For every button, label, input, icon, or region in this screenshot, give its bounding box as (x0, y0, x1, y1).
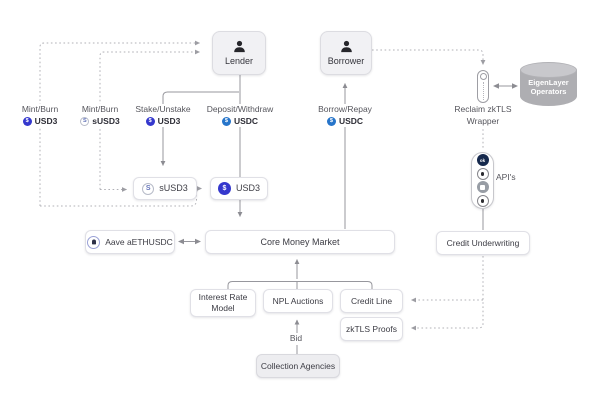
node-label: Core Money Market (260, 236, 340, 247)
node-npl-auctions: NPL Auctions (263, 289, 333, 313)
action-text: Borrow/Repay (318, 104, 372, 114)
person-icon (340, 40, 352, 53)
susd3-icon: S (142, 182, 155, 195)
node-label: Collection Agencies (260, 360, 336, 371)
node-label: Aave aETHUSDC (105, 236, 173, 247)
cylinder-top (520, 62, 577, 78)
node-core-money-market: Core Money Market (205, 230, 395, 254)
node-credit-line: Credit Line (340, 289, 403, 313)
susd3-icon: S (80, 116, 90, 126)
eigenlayer-line1: EigenLayer (528, 78, 569, 87)
dashed-edges (39, 40, 486, 331)
edge-label-reclaim-wrapper: Reclaim zkTLS Wrapper (443, 104, 523, 127)
edge-loop-usd3box (40, 186, 203, 207)
token-text: sUSD3 (92, 115, 120, 126)
apis-pill: ok (471, 152, 494, 209)
usd3-icon: $ (22, 116, 32, 126)
node-lender: Lender (212, 31, 266, 75)
node-susd3: S sUSD3 (133, 177, 197, 200)
node-zktls-proofs: zkTLS Proofs (340, 317, 403, 341)
node-label: sUSD3 (159, 183, 188, 193)
wrapper-dots (482, 82, 484, 100)
double-arrowheads (178, 83, 518, 245)
node-collection-agencies: Collection Agencies (256, 354, 340, 378)
edge-label-stake-unstake: Stake/Unstake $USD3 (125, 104, 201, 127)
node-aave: Aave aETHUSDC (85, 230, 175, 254)
aave-icon (87, 235, 101, 249)
api-logo-icon (476, 194, 489, 207)
action-text: Mint/Burn (81, 104, 119, 114)
wrapper-knob-icon (479, 72, 487, 80)
reclaim-line2: Wrapper (466, 115, 500, 126)
edge-label-mint-burn-usd3: Mint/Burn $USD3 (5, 104, 75, 127)
node-credit-underwriting: Credit Underwriting (436, 231, 530, 255)
action-text: Deposit/Withdraw (206, 104, 274, 114)
reclaim-line1: Reclaim zkTLS (454, 104, 512, 114)
edge-bracket (227, 281, 373, 289)
edge-label-bid: Bid (284, 333, 308, 345)
node-label: Lender (224, 56, 254, 66)
node-label: NPL Auctions (272, 295, 324, 306)
edge-cu-zktls (410, 256, 484, 331)
edge-borrower-wrapper (372, 49, 486, 66)
node-label: Credit Underwriting (446, 237, 520, 248)
eigenlayer-label: EigenLayer Operators (520, 78, 577, 96)
usdc-icon: $ (326, 116, 336, 126)
eigenlayer-line2: Operators (530, 87, 567, 96)
token-text: USD3 (157, 115, 181, 126)
edge-label-deposit-withdraw: Deposit/Withdraw $USDC (198, 104, 282, 127)
node-interest-rate-model: Interest Rate Model (190, 289, 256, 317)
node-label: zkTLS Proofs (345, 323, 398, 334)
usd3-icon: $ (145, 116, 155, 126)
person-icon (233, 40, 245, 53)
action-text: Stake/Unstake (135, 104, 191, 114)
node-label: USD3 (235, 183, 260, 193)
api-logo-icon (476, 167, 489, 180)
token-text: USD3 (34, 115, 58, 126)
node-label: Borrower (327, 56, 365, 66)
edge-usd3-lender (39, 40, 201, 206)
node-label: Interest Rate Model (198, 292, 248, 313)
action-text: Mint/Burn (21, 104, 59, 114)
usd3-icon: $ (217, 182, 231, 195)
edge-label-apis: API's (496, 172, 516, 182)
reclaim-wrapper-icon (477, 70, 489, 103)
api-logo-icon: ok (476, 154, 489, 167)
api-logo-icon (476, 181, 489, 194)
eigenlayer-database-icon: EigenLayer Operators (520, 62, 577, 106)
token-text: USDC (338, 115, 364, 126)
edge-label-borrow-repay: Borrow/Repay $USDC (303, 104, 387, 127)
token-text: USDC (233, 115, 259, 126)
node-label: Credit Line (350, 295, 393, 306)
usdc-icon: $ (221, 116, 231, 126)
node-usd3: $ USD3 (210, 177, 268, 200)
edge-lender-susd3 (160, 91, 239, 167)
node-borrower: Borrower (320, 31, 372, 75)
edge-susd3-lender (99, 49, 201, 190)
